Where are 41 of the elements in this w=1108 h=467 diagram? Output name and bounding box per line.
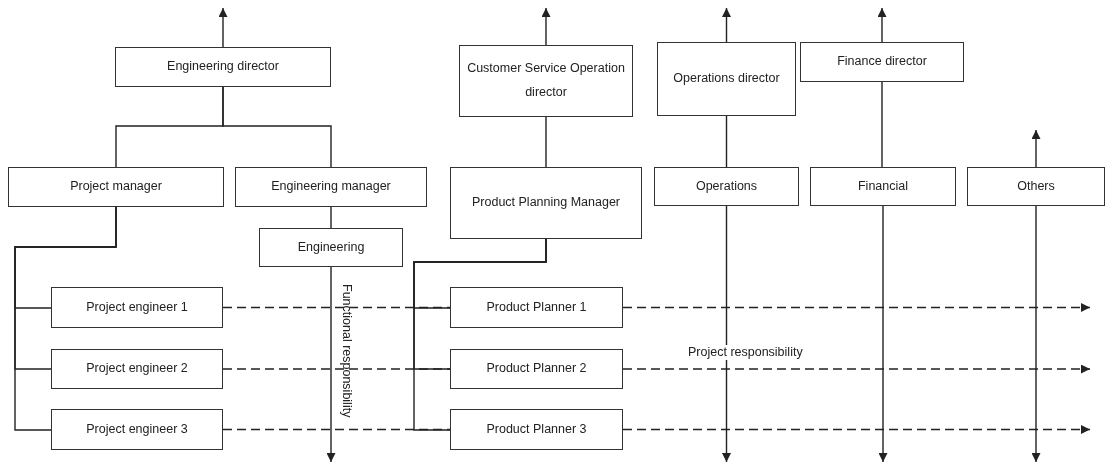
connector-line [222,428,451,431]
org-box: Project engineer 3 [51,409,223,450]
connector-line [881,81,883,168]
org-box: Project manager [8,167,224,207]
arrow [722,7,731,43]
edge-label: Functional responsibility [339,284,354,418]
arrow [722,205,731,463]
connector-line [222,368,451,370]
connector-line [725,115,728,168]
connector-line [222,86,332,168]
arrow [1031,129,1041,168]
org-box: Product Planning Manager [450,167,642,239]
connector-line [330,206,332,229]
arrow [218,7,228,48]
org-box: Project engineer 2 [51,349,223,389]
connector-line [222,306,451,309]
arrow [878,205,888,463]
org-box: Product Planner 1 [450,287,623,328]
arrow [1031,205,1041,463]
org-box: Engineering [259,228,403,267]
arrow [326,266,336,463]
org-box: Customer Service Operation director [459,45,633,117]
arrow [622,364,1091,374]
arrow [877,7,887,43]
org-box: Others [967,167,1105,206]
connector-line [545,116,547,168]
org-box: Finance director [800,42,964,82]
arrow [622,425,1091,434]
arrow [622,303,1091,312]
org-box: Operations director [657,42,796,116]
org-box: Project engineer 1 [51,287,223,328]
org-box: Product Planner 3 [450,409,623,450]
org-box: Operations [654,167,799,206]
connector-line [14,206,117,431]
org-box: Engineering manager [235,167,427,207]
connector-line [413,238,547,431]
org-box: Financial [810,167,956,206]
org-box: Engineering director [115,47,331,87]
org-box: Product Planner 2 [450,349,623,389]
arrow [541,7,551,46]
edge-label: Project responsibility [688,345,803,360]
